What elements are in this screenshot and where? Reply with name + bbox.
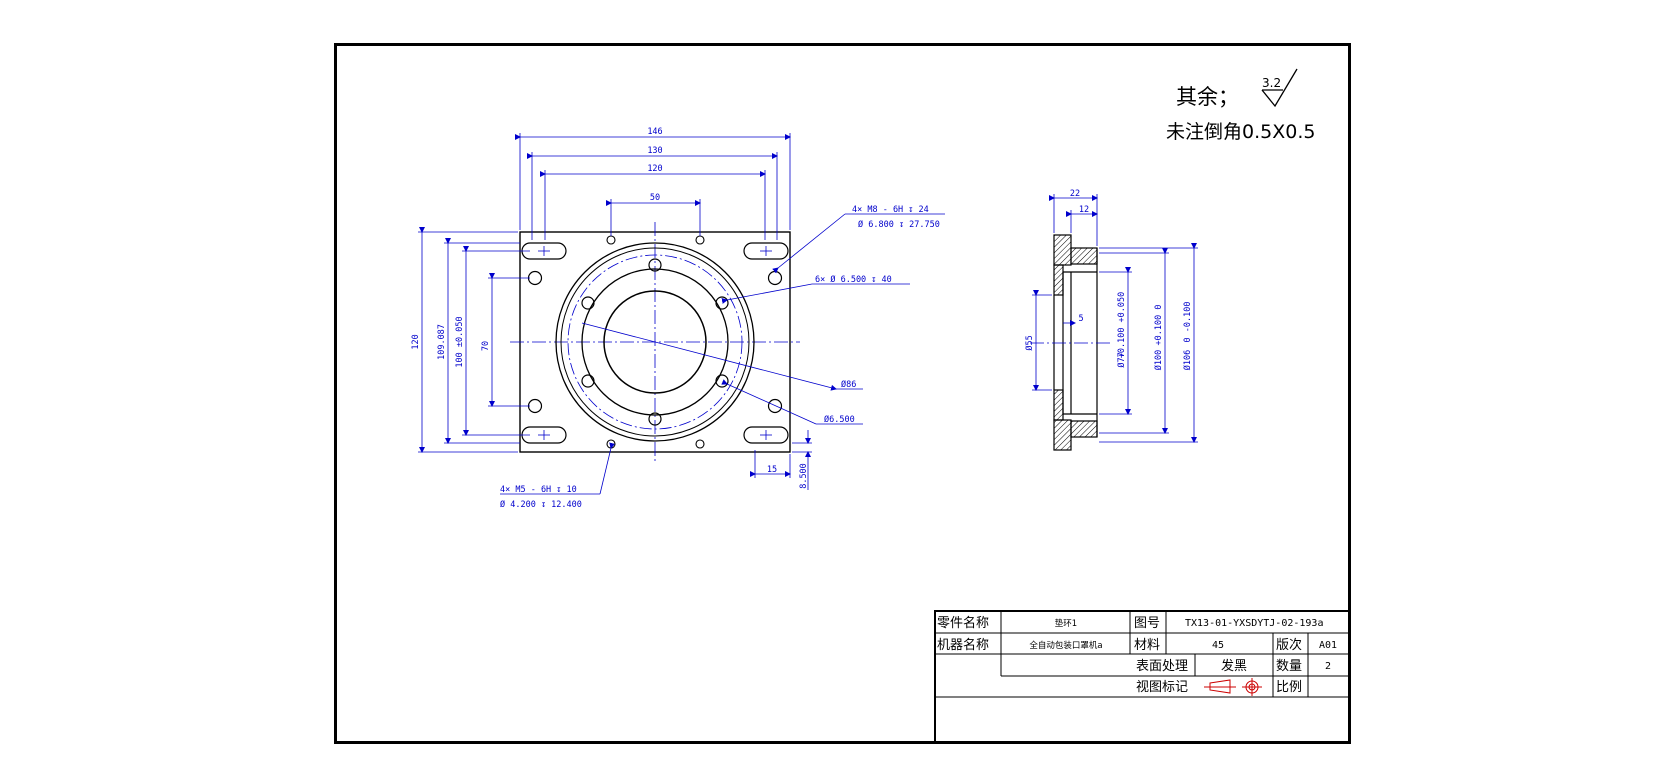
chamfer-note: 未注倒角0.5X0.5	[1166, 121, 1315, 143]
roughness-prefix: 其余；	[1176, 85, 1239, 109]
dim-109: 109.087	[437, 324, 447, 360]
projection-symbol-icon	[1204, 678, 1262, 696]
side-dim-d106: Ø106	[1182, 350, 1193, 370]
side-dim-d106-tol: 0 -0.100	[1183, 302, 1193, 343]
outer-ring-inner	[560, 247, 750, 437]
roughness-value: 3.2	[1262, 76, 1281, 90]
outer-ring	[555, 242, 755, 442]
side-dim-22: 22	[1070, 189, 1080, 199]
dim-50: 50	[650, 193, 660, 203]
drawing-border	[334, 43, 1351, 744]
dim-dia86: Ø86	[841, 379, 856, 390]
tapped-hole-bottom-left	[606, 439, 616, 449]
side-dim-d77-tol: +0.100 +0.050	[1117, 292, 1127, 359]
tb-quantity-label: 数量	[1276, 659, 1302, 674]
side-dim-d77: Ø77	[1116, 352, 1127, 367]
dim-120-vertical: 120	[411, 334, 421, 349]
tb-drawing-no-value: TX13-01-YXSDYTJ-02-193a	[1185, 618, 1323, 629]
bolt-hole-upper-left	[581, 296, 595, 310]
callout-holes6: 6× Ø 6.500 ↧ 40	[815, 274, 892, 285]
dim-8-5: 8.500	[799, 463, 809, 489]
side-dim-d100-tol: +0.100 0	[1154, 305, 1164, 346]
dim-15: 15	[767, 465, 777, 475]
corner-hole-tr	[767, 270, 783, 286]
dim-70: 70	[481, 341, 491, 351]
callout-tapped-top-1: 4× M8 - 6H ↧ 24	[852, 205, 929, 215]
tb-material-label: 材料	[1134, 638, 1160, 653]
bolt-hole-lower-right	[715, 374, 729, 388]
bolt-hole-top	[648, 258, 662, 272]
tb-quantity-value: 2	[1325, 661, 1331, 672]
tapped-hole-bottom-right	[695, 439, 705, 449]
side-dim-d100: Ø100	[1153, 350, 1164, 370]
title-block: 零件名称 垫环1 图号 TX13-01-YXSDYTJ-02-193a 机器名称…	[934, 610, 1350, 743]
side-view: 22 12 5 Ø55 Ø77 +0.100 +0.050 Ø100 +0.10…	[1024, 189, 1198, 451]
callout-tapped-top-2: Ø 6.800 ↧ 27.750	[858, 219, 940, 230]
tb-version-value: A01	[1319, 640, 1337, 651]
corner-hole-bl	[527, 398, 543, 414]
section-web-upper	[1053, 264, 1064, 296]
dim-dia6-5: Ø6.500	[824, 414, 855, 425]
recess-bore	[581, 268, 729, 416]
side-dim-d55: Ø55	[1024, 335, 1035, 350]
tapped-hole-top-right	[695, 235, 705, 245]
callout-tapped-bot-1: 4× M5 - 6H ↧ 10	[500, 485, 577, 495]
tb-machine-name-value: 全自动包装口罩机a	[1029, 640, 1102, 651]
section-hub-upper	[1070, 247, 1098, 265]
roughness-symbol	[1261, 68, 1298, 108]
dim-100: 100 ±0.050	[455, 316, 465, 367]
dim-146: 146	[647, 127, 662, 137]
slot-tr	[743, 242, 789, 260]
tb-part-name-value: 垫环1	[1055, 618, 1077, 629]
side-dim-12: 12	[1079, 205, 1089, 215]
front-view: 146 130 120 50 120 109.087 100 ±0.050 70	[411, 127, 945, 510]
bolt-circle	[567, 254, 743, 430]
roughness-note: 其余； 3.2	[1176, 68, 1298, 109]
callout-tapped-bot-2: Ø 4.200 ↧ 12.400	[500, 499, 582, 510]
tapped-hole-top-left	[606, 235, 616, 245]
corner-hole-tl	[527, 270, 543, 286]
dim-130: 130	[647, 146, 662, 156]
bolt-hole-bottom	[648, 412, 662, 426]
section-flange-upper	[1053, 234, 1072, 266]
through-bore	[603, 290, 707, 394]
corner-hole-br	[767, 398, 783, 414]
bolt-hole-upper-right	[715, 296, 729, 310]
tb-part-name-label: 零件名称	[937, 615, 989, 631]
tb-version-label: 版次	[1276, 637, 1302, 653]
bolt-hole-lower-left	[581, 374, 595, 388]
tb-material-value: 45	[1212, 640, 1224, 651]
dim-120-horizontal: 120	[647, 164, 662, 174]
tb-machine-name-label: 机器名称	[937, 637, 989, 653]
section-web-lower	[1053, 389, 1064, 421]
tb-drawing-no-label: 图号	[1134, 616, 1160, 631]
tb-view-mark-label: 视图标记	[1136, 680, 1188, 695]
section-flange-lower	[1053, 419, 1072, 451]
tb-scale-label: 比例	[1276, 680, 1302, 695]
tb-surface-value: 发黑	[1221, 658, 1247, 674]
slot-br	[743, 426, 789, 444]
section-hub-lower	[1070, 420, 1098, 438]
tb-surface-label: 表面处理	[1136, 659, 1188, 674]
side-dim-5: 5	[1078, 314, 1083, 324]
